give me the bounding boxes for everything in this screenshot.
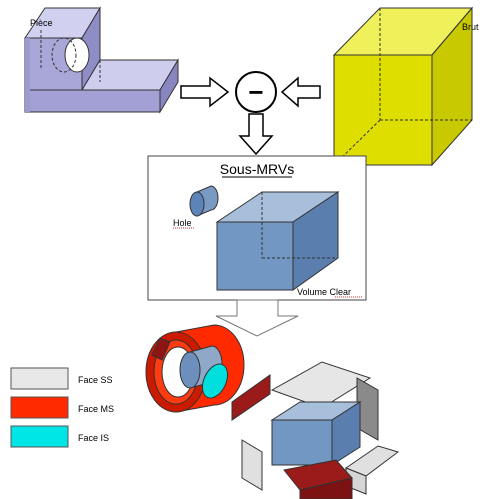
minus-operator-icon (235, 71, 277, 113)
sub-mrvs-title: Sous-MRVs (220, 161, 294, 177)
legend-label-face-is: Face IS (78, 433, 109, 443)
piece-label: Pièce (30, 18, 53, 28)
hole-cylinder (189, 185, 219, 217)
brut-block (332, 6, 474, 167)
legend-swatch-face-ms (10, 396, 69, 419)
legend-swatch-face-ss (10, 367, 69, 390)
legend-label-face-ss: Face SS (78, 375, 113, 385)
hole-faces-exploded (145, 324, 245, 413)
legend-label-face-ms: Face MS (78, 404, 114, 414)
volume-clear-block (215, 191, 340, 291)
right-arrow-icon (180, 76, 230, 108)
legend-swatch-face-is (10, 425, 69, 448)
hole-label: Hole (173, 218, 192, 228)
hollow-down-arrow-icon (215, 299, 299, 337)
brut-label: Brut (462, 22, 479, 32)
operator-symbol: − (248, 77, 263, 107)
legend: Face SS Face MS Face IS (10, 367, 114, 448)
volume-faces-exploded (231, 361, 400, 499)
left-arrow-icon (280, 76, 321, 108)
down-arrow-icon (238, 113, 274, 156)
volume-clear-label: Volume Clear (297, 287, 351, 297)
piece-part (24, 6, 179, 114)
